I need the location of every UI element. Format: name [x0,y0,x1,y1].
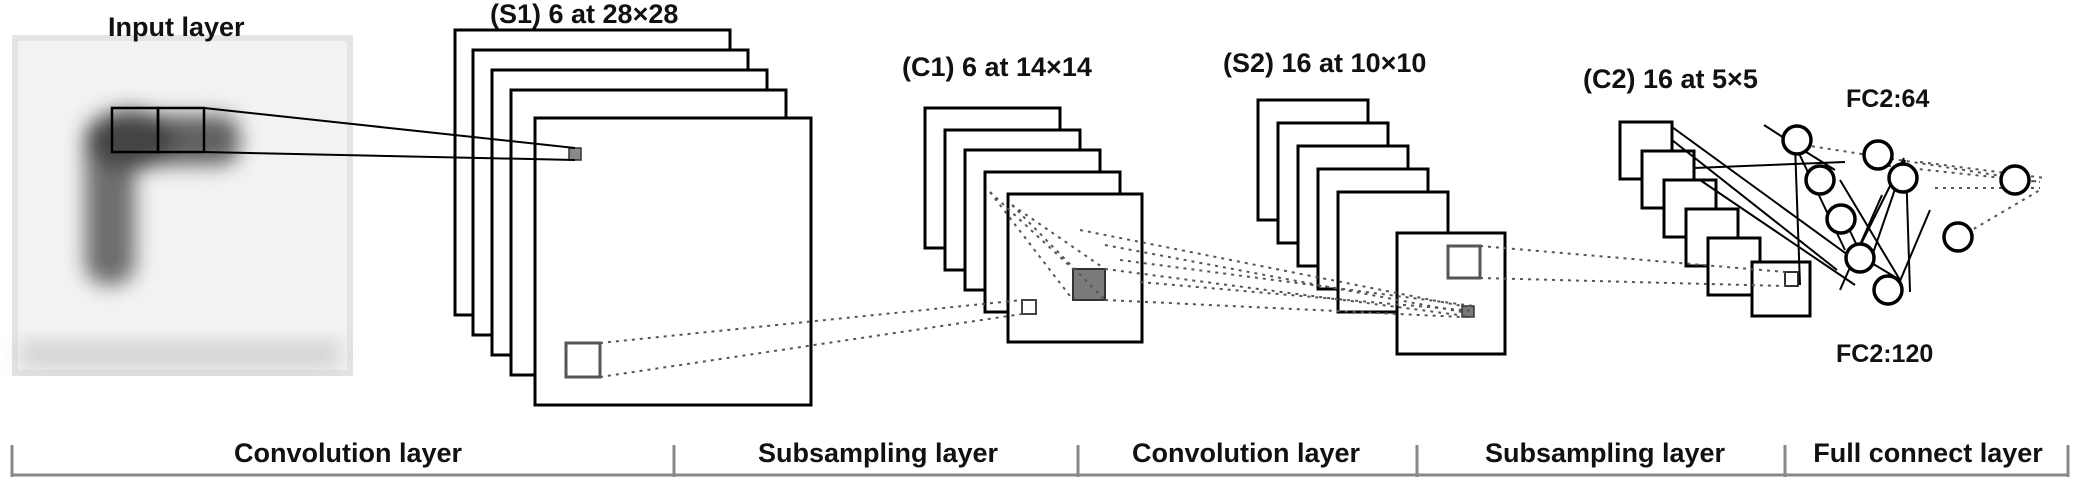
label-c2: (C2) 16 at 5×5 [1583,64,1758,94]
s1-point [568,147,582,161]
fc-node [1825,203,1857,235]
s1-feature-maps [453,28,813,407]
c1-dark-patch [1072,268,1106,301]
fc-nodes [1781,124,2031,306]
input-image [12,35,353,376]
stage-axis [10,445,2070,477]
label-s2: (S2) 16 at 10×10 [1223,48,1426,78]
fc-node [1804,164,1836,196]
fc-node [1862,139,1894,171]
fc-node [1844,242,1876,274]
stage-label-4: Subsampling layer [1485,438,1726,468]
label-input-layer: Input layer [108,12,245,42]
fc-node [1781,124,1813,156]
c1-feature-maps [923,106,1144,344]
label-fc120: FC2:120 [1836,340,1933,368]
input-to-s1-line-top [203,107,576,149]
fc-node [1942,221,1974,253]
s2-point [1461,305,1475,318]
stage-label-2: Subsampling layer [758,438,999,468]
c2-point-box [1784,271,1799,287]
stage-label-5: Full connect layer [1813,438,2043,468]
s2-feature-maps [1256,98,1507,356]
label-fc64: FC2:64 [1846,85,1929,113]
input-to-s1-line-bottom [203,151,576,161]
label-s1: (S1) 6 at 28×28 [490,0,678,29]
s1-patch-box [564,341,602,379]
c1-small-box [1021,299,1037,315]
stage-label-1: Convolution layer [234,438,463,468]
label-c1: (C1) 6 at 14×14 [902,52,1092,82]
s2-patch-box [1446,244,1482,280]
fc-node [1872,274,1904,306]
fc-node [1887,162,1919,194]
stage-label-3: Convolution layer [1132,438,1361,468]
c2-feature-maps [1618,120,1812,318]
fc-output-node [1999,164,2031,196]
input-patch-box-2 [156,106,206,154]
